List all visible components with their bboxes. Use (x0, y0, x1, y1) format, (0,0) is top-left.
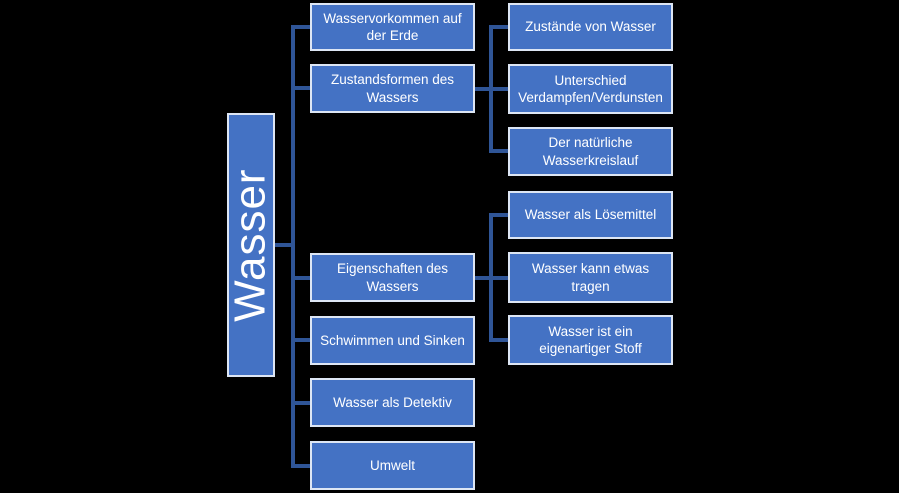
branch-label: Umwelt (369, 457, 415, 473)
branch-node-wasservorkommen: Wasservorkommen auf der Erde (310, 3, 475, 51)
subtopic-label: Zustände von Wasser (525, 19, 656, 35)
connector-stub-wasserkreislauf (493, 149, 508, 153)
connector-stub-eigenartiger-stoff (493, 338, 508, 342)
branch-label: Wasser als Detektiv (333, 394, 452, 410)
connector-root-stub (275, 243, 291, 247)
connector-stub-umwelt (295, 464, 310, 468)
branch-node-umwelt: Umwelt (310, 441, 475, 490)
connector-stub-schwimmen (295, 338, 310, 342)
connector-zustandsformen-to-trunk (475, 87, 508, 91)
root-node-label: Wasser (225, 168, 275, 322)
subtopic-label: Wasser als Lösemittel (524, 207, 657, 223)
branch-label: Zustandsformen des Wassers (330, 72, 455, 105)
connector-trunk-left (291, 25, 295, 468)
subtopic-node-zustaende-von-wasser: Zustände von Wasser (508, 3, 673, 51)
connector-stub-zustandsformen (295, 86, 310, 90)
subtopic-label: Wasser ist ein eigenartiger Stoff (539, 323, 642, 356)
subtopic-node-wasserkreislauf: Der natürliche Wasserkreislauf (508, 127, 673, 176)
connector-stub-zustaende (493, 25, 508, 29)
subtopic-label: Unterschied Verdampfen/Verdunsten (518, 72, 663, 105)
subtopic-node-verdampfen-verdunsten: Unterschied Verdampfen/Verdunsten (508, 64, 673, 114)
connector-stub-wasservorkommen (295, 25, 310, 29)
subtopic-label: Der natürliche Wasserkreislauf (542, 135, 639, 168)
branch-label: Wasservorkommen auf der Erde (323, 10, 462, 43)
subtopic-node-loesemittel: Wasser als Lösemittel (508, 191, 673, 239)
branch-node-eigenschaften: Eigenschaften des Wassers (310, 253, 475, 302)
branch-node-zustandsformen: Zustandsformen des Wassers (310, 64, 475, 113)
branch-node-wasser-als-detektiv: Wasser als Detektiv (310, 378, 475, 427)
root-node-wasser: Wasser (226, 113, 275, 377)
connector-stub-eigenschaften (295, 276, 310, 280)
connector-stub-loesemittel (493, 213, 508, 217)
subtopic-node-eigenartiger-stoff: Wasser ist ein eigenartiger Stoff (508, 315, 673, 365)
branch-node-schwimmen-und-sinken: Schwimmen und Sinken (310, 316, 475, 365)
branch-label: Eigenschaften des Wassers (336, 261, 449, 294)
subtopic-label: Wasser kann etwas tragen (531, 261, 650, 294)
connector-eigenschaften-to-trunk (475, 276, 508, 280)
branch-label: Schwimmen und Sinken (320, 332, 465, 348)
subtopic-node-kann-etwas-tragen: Wasser kann etwas tragen (508, 252, 673, 303)
connector-stub-detektiv (295, 401, 310, 405)
